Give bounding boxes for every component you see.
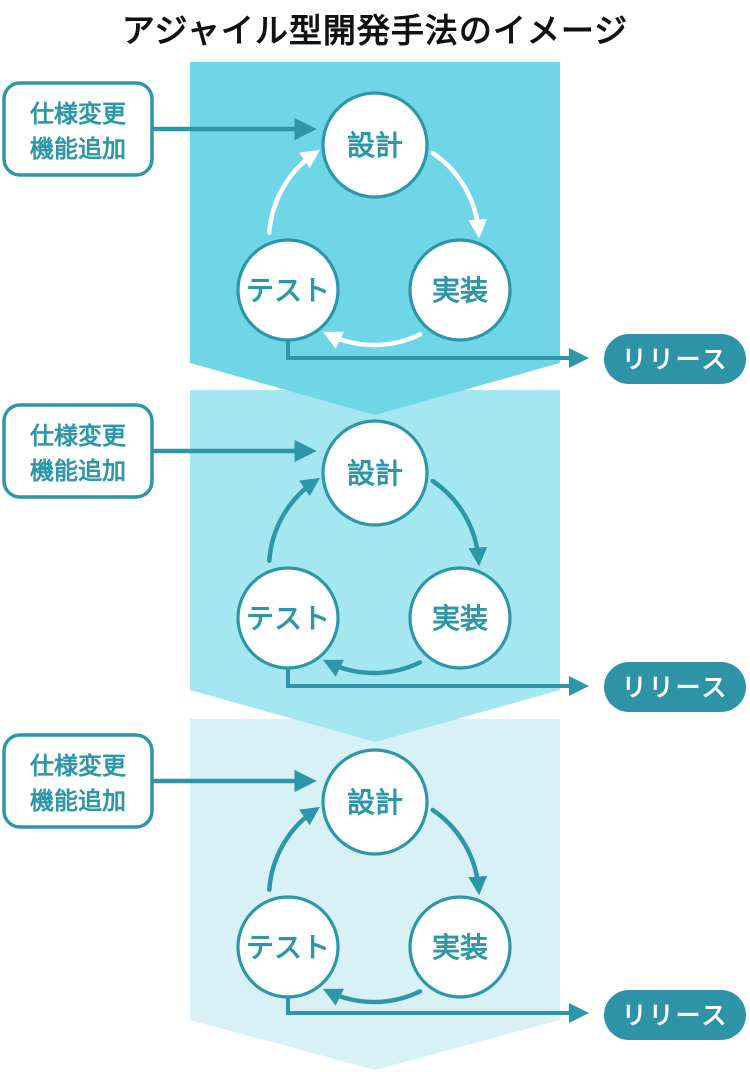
cycle-arrow-implementation-to-test <box>322 988 423 1006</box>
release-label: リリース <box>622 346 729 374</box>
release-label: リリース <box>622 674 729 702</box>
cycle-arrow-design-to-implementation <box>430 807 488 896</box>
design-node-circle <box>321 91 429 199</box>
change-request-box <box>2 733 154 829</box>
change-request-line1: 仕様変更 <box>29 422 127 450</box>
cycle-arrow-design-to-implementation <box>430 150 488 239</box>
test-node-circle <box>236 895 340 999</box>
test-node-label: テスト <box>246 275 330 306</box>
implementation-node-circle <box>408 238 512 342</box>
iteration-block-2: 設計 テスト 実装 仕様変更 機能追加 リリース <box>2 390 746 742</box>
test-node-circle <box>236 238 340 342</box>
design-node-label: 設計 <box>347 786 403 818</box>
implementation-node-label: 実装 <box>432 274 488 306</box>
change-request-box <box>2 81 154 177</box>
design-node-circle <box>321 419 429 527</box>
change-request-line1: 仕様変更 <box>29 100 127 128</box>
implementation-node-circle <box>408 895 512 999</box>
design-node-label: 設計 <box>347 457 403 489</box>
design-node-label: 設計 <box>347 129 403 161</box>
implementation-node-label: 実装 <box>432 931 488 963</box>
cycle-arrow-implementation-to-test <box>322 659 423 677</box>
release-pill <box>604 990 746 1040</box>
page-title: アジャイル型開発手法のイメージ <box>121 12 629 49</box>
change-request-box <box>2 403 154 499</box>
design-node-circle <box>321 748 429 856</box>
iteration-block-3: 設計 テスト 実装 仕様変更 機能追加 リリース <box>2 719 746 1070</box>
release-label: リリース <box>622 1002 729 1030</box>
change-request-line2: 機能追加 <box>30 457 126 485</box>
cycle-arrow-test-to-design <box>267 477 320 563</box>
implementation-node-circle <box>408 566 512 670</box>
iteration-block-1: 設計 テスト 実装 仕様変更 機能追加 リリース <box>2 62 746 415</box>
cycle-arrow-test-to-design <box>267 806 320 892</box>
test-node-circle <box>236 566 340 670</box>
cycle-arrow-design-to-implementation <box>430 478 488 567</box>
change-request-line1: 仕様変更 <box>29 752 127 780</box>
cycle-arrow-test-to-design <box>267 149 320 235</box>
change-request-line2: 機能追加 <box>30 135 126 163</box>
release-pill <box>604 662 746 712</box>
cycle-arrow-implementation-to-test <box>322 331 423 349</box>
change-request-line2: 機能追加 <box>30 787 126 815</box>
release-pill <box>604 334 746 384</box>
implementation-node-label: 実装 <box>432 602 488 634</box>
test-node-label: テスト <box>246 932 330 963</box>
test-node-label: テスト <box>246 603 330 634</box>
